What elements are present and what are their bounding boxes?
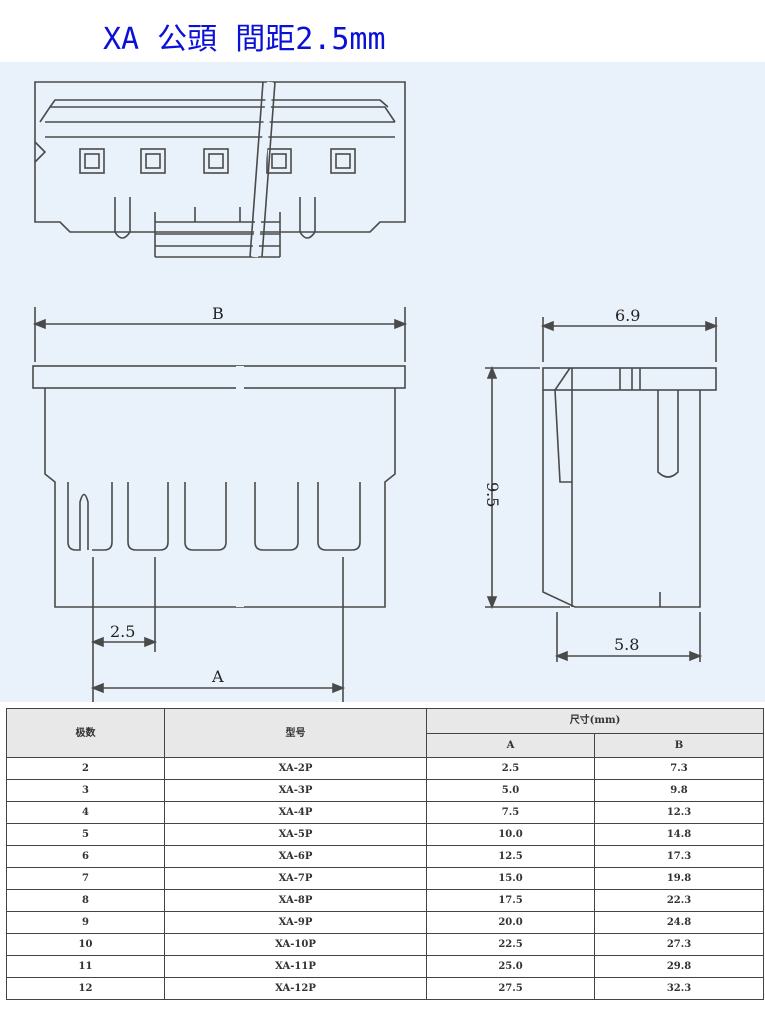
cell-a: 25.0 — [426, 955, 595, 978]
cell-model: XA-12P — [164, 977, 427, 1000]
cell-b: 17.3 — [594, 845, 764, 868]
page-title: XA 公頭 間距2.5mm — [103, 22, 386, 57]
header-b: B — [594, 732, 764, 758]
header-size: 尺寸(mm) — [426, 708, 764, 734]
cell-model: XA-9P — [164, 911, 427, 934]
drawing-svg: B 6.9 9.5 2.5 A 5.8 — [32, 81, 719, 702]
cell-poles: 7 — [6, 867, 165, 890]
cell-b: 12.3 — [594, 801, 764, 824]
cell-poles: 2 — [6, 757, 165, 780]
cell-a: 7.5 — [426, 801, 595, 824]
cell-model: XA-7P — [164, 867, 427, 890]
dim-5-8-label: 5.8 — [614, 635, 639, 654]
cell-b: 24.8 — [594, 911, 764, 934]
cell-model: XA-4P — [164, 801, 427, 824]
cell-b: 9.8 — [594, 779, 764, 802]
cell-poles: 8 — [6, 889, 165, 912]
header-model: 型号 — [164, 708, 427, 758]
dim-6-9-label: 6.9 — [615, 306, 640, 325]
cell-a: 10.0 — [426, 823, 595, 846]
cell-model: XA-6P — [164, 845, 427, 868]
cell-b: 19.8 — [594, 867, 764, 890]
header-a: A — [426, 732, 595, 758]
dim-a-label: A — [211, 667, 224, 686]
cell-a: 5.0 — [426, 779, 595, 802]
cell-a: 17.5 — [426, 889, 595, 912]
title-bar: XA 公頭 間距2.5mm — [0, 0, 765, 62]
technical-drawing: B 6.9 9.5 2.5 A 5.8 — [0, 62, 765, 702]
cell-poles: 3 — [6, 779, 165, 802]
cell-poles: 6 — [6, 845, 165, 868]
cell-b: 14.8 — [594, 823, 764, 846]
dim-2-5-label: 2.5 — [110, 622, 135, 641]
cell-poles: 10 — [6, 933, 165, 956]
cell-a: 22.5 — [426, 933, 595, 956]
cell-model: XA-10P — [164, 933, 427, 956]
cell-a: 20.0 — [426, 911, 595, 934]
cell-b: 27.3 — [594, 933, 764, 956]
cell-b: 32.3 — [594, 977, 764, 1000]
cell-poles: 11 — [6, 955, 165, 978]
dim-b-label: B — [212, 304, 224, 323]
cell-model: XA-3P — [164, 779, 427, 802]
header-poles: 极数 — [6, 708, 165, 758]
side-view — [485, 317, 719, 662]
cell-poles: 4 — [6, 801, 165, 824]
front-view — [32, 307, 408, 702]
cell-b: 29.8 — [594, 955, 764, 978]
top-view — [34, 81, 406, 258]
cell-model: XA-11P — [164, 955, 427, 978]
cell-a: 15.0 — [426, 867, 595, 890]
cell-model: XA-5P — [164, 823, 427, 846]
cell-b: 7.3 — [594, 757, 764, 780]
dim-9-5-label: 9.5 — [483, 482, 502, 507]
cell-b: 22.3 — [594, 889, 764, 912]
cell-a: 2.5 — [426, 757, 595, 780]
cell-poles: 12 — [6, 977, 165, 1000]
cell-a: 27.5 — [426, 977, 595, 1000]
cell-poles: 5 — [6, 823, 165, 846]
cell-poles: 9 — [6, 911, 165, 934]
cell-a: 12.5 — [426, 845, 595, 868]
cell-model: XA-8P — [164, 889, 427, 912]
cell-model: XA-2P — [164, 757, 427, 780]
